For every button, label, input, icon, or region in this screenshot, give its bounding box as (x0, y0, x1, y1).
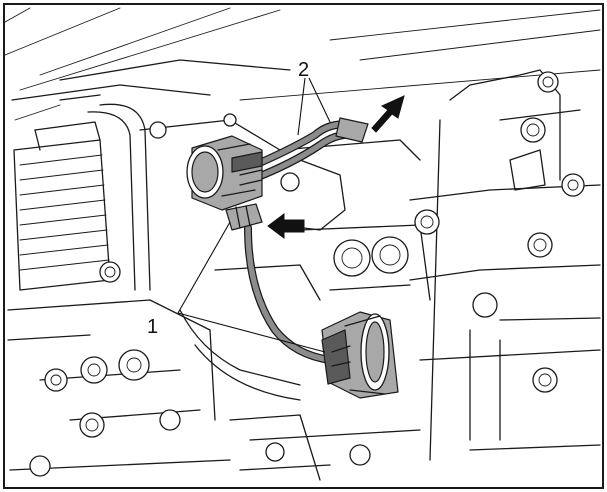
oil-cooler (13, 94, 151, 291)
callout-2-leaders (297, 77, 331, 136)
callout-2-label: 2 (298, 59, 309, 81)
upper-electrical-connector (186, 135, 263, 211)
callout-1-leaders (177, 221, 326, 353)
callout-1-label: 1 (147, 316, 158, 338)
arrow-middle (267, 213, 305, 239)
transmission-housing (409, 69, 601, 461)
wiring-harness-upper (244, 117, 369, 184)
engine-background (4, 7, 601, 481)
lower-electrical-connector (321, 311, 399, 399)
figure-border (3, 3, 604, 489)
wiring-harness-lower (244, 224, 334, 364)
harness-clip (225, 203, 263, 231)
arrow-upper-right (371, 95, 405, 133)
